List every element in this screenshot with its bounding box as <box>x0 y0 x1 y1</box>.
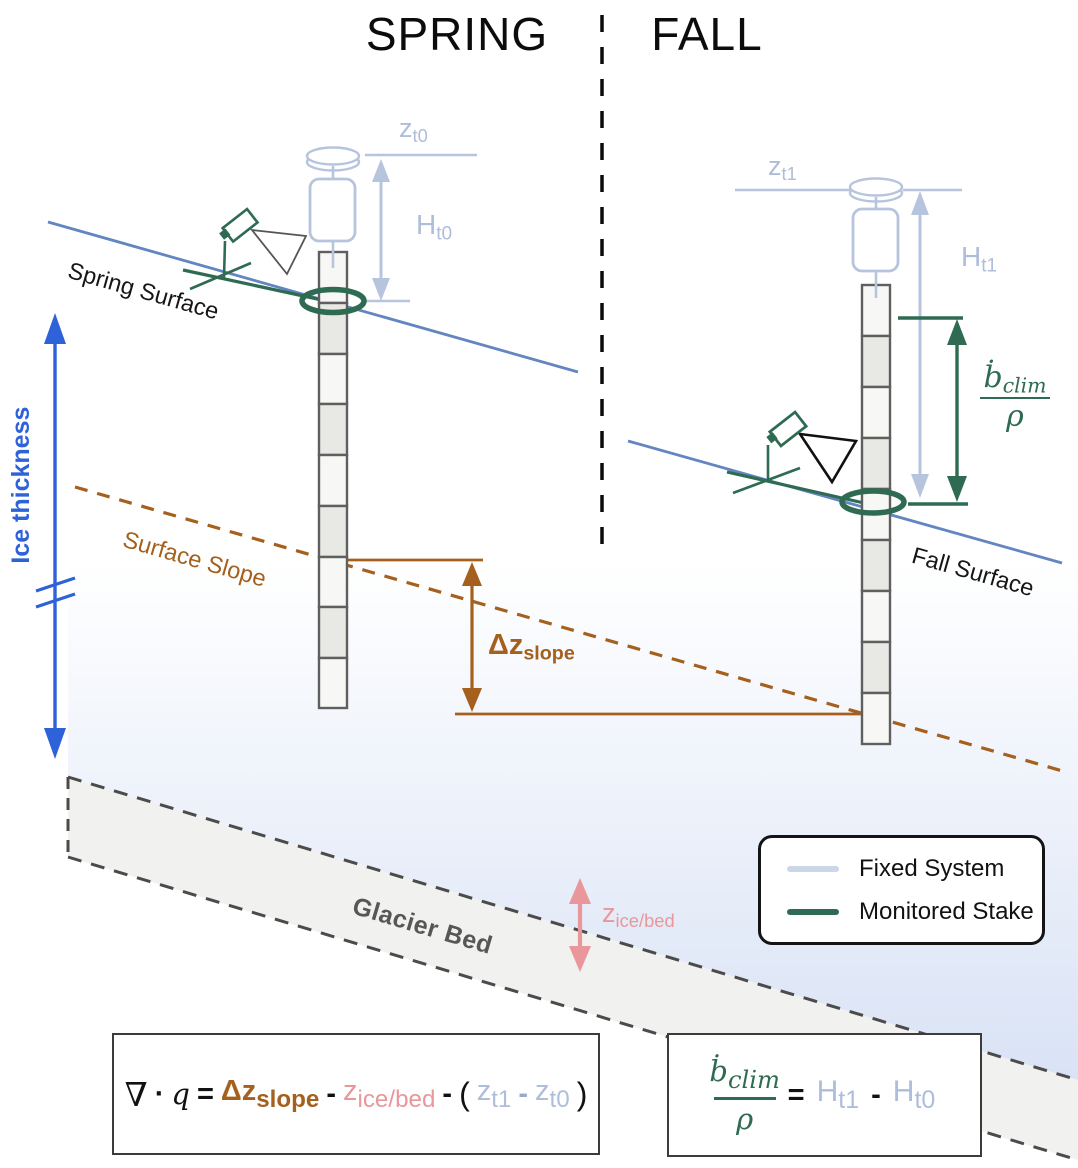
minus-sign: - <box>518 1077 529 1110</box>
legend-item-monitored-stake: Monitored Stake <box>787 898 1042 926</box>
dz-slope-term: Δzslope <box>220 1074 320 1113</box>
z-ice-bed-arrow <box>569 878 591 972</box>
legend-label: Fixed System <box>859 854 1005 882</box>
monitored-surface-line-spring <box>182 268 323 302</box>
climatic-balance-formula-box: ḃclim ρ = Ht1 - Ht0 <box>667 1033 982 1157</box>
z-ice-bed-term: zice/bed <box>342 1074 436 1113</box>
legend-item-fixed-system: Fixed System <box>787 855 1042 883</box>
b-clim-arrow <box>898 316 968 506</box>
legend: Fixed System Monitored Stake <box>758 835 1045 945</box>
bed-top-dashed-line <box>67 775 1078 1082</box>
spring-stake-ring <box>299 286 367 316</box>
flux-divergence-formula-box: ∇ · q = Δzslope - zice/bed - ( zt1 - zt0… <box>112 1033 600 1155</box>
open-paren: ( <box>459 1075 470 1112</box>
h-t0-term: Ht0 <box>892 1075 936 1114</box>
fixed-system-swatch <box>787 865 839 872</box>
surface-slope-dashed-line <box>74 485 1067 774</box>
z-ice-bed-label: zice/bed <box>602 898 675 932</box>
h-t0-label: Ht0 <box>416 209 453 245</box>
h-t0-arrow <box>362 159 410 303</box>
monitored-stake-swatch <box>787 908 839 915</box>
sensor-camera <box>767 410 809 448</box>
bed-bottom-dashed-line <box>67 855 1078 1162</box>
spring-stake <box>317 250 349 710</box>
ice-thickness-arrow <box>35 313 76 759</box>
fall-surface-line <box>627 439 1063 565</box>
minus-sign: - <box>871 1078 881 1111</box>
minus-sign: - <box>326 1077 336 1110</box>
z-t0-term: zt0 <box>535 1074 570 1113</box>
equals-sign: = <box>787 1078 805 1111</box>
sensor-camera-eye <box>766 432 778 444</box>
b-clim-fraction: ḃclim ρ <box>709 1054 780 1136</box>
close-paren: ) <box>576 1075 588 1112</box>
fall-antenna <box>848 177 904 298</box>
legend-label: Monitored Stake <box>859 897 1034 925</box>
q-symbol: q <box>171 1077 190 1111</box>
minus-sign: - <box>442 1077 453 1110</box>
title-spring: SPRING <box>365 8 549 60</box>
dz-slope-label: Δzslope <box>488 629 575 665</box>
title-fall: FALL <box>651 8 763 60</box>
z-t1-term: zt1 <box>476 1074 512 1113</box>
z-t0-label: zt0 <box>399 113 428 147</box>
sensor-beam <box>797 432 859 485</box>
h-t1-term: Ht1 <box>816 1075 860 1114</box>
fall-stake-ring <box>839 488 907 516</box>
h-t1-label: Ht1 <box>961 241 998 277</box>
sensor-beam <box>249 228 308 276</box>
nabla-symbol: ∇ <box>124 1074 148 1114</box>
cdot-symbol: · <box>154 1077 165 1110</box>
z-t1-label: zt1 <box>768 151 797 185</box>
b-clim-fraction-label: ḃclim ρ <box>980 362 1050 433</box>
ice-thickness-label: Ice thickness <box>6 406 35 564</box>
equals-sign: = <box>196 1077 214 1110</box>
sensor-camera-eye <box>219 228 231 240</box>
h-t1-arrow <box>903 188 962 498</box>
ice-thickness-break <box>35 576 76 609</box>
spring-sensor <box>182 207 323 302</box>
dz-slope-arrow <box>462 562 482 712</box>
spring-antenna <box>305 146 361 268</box>
